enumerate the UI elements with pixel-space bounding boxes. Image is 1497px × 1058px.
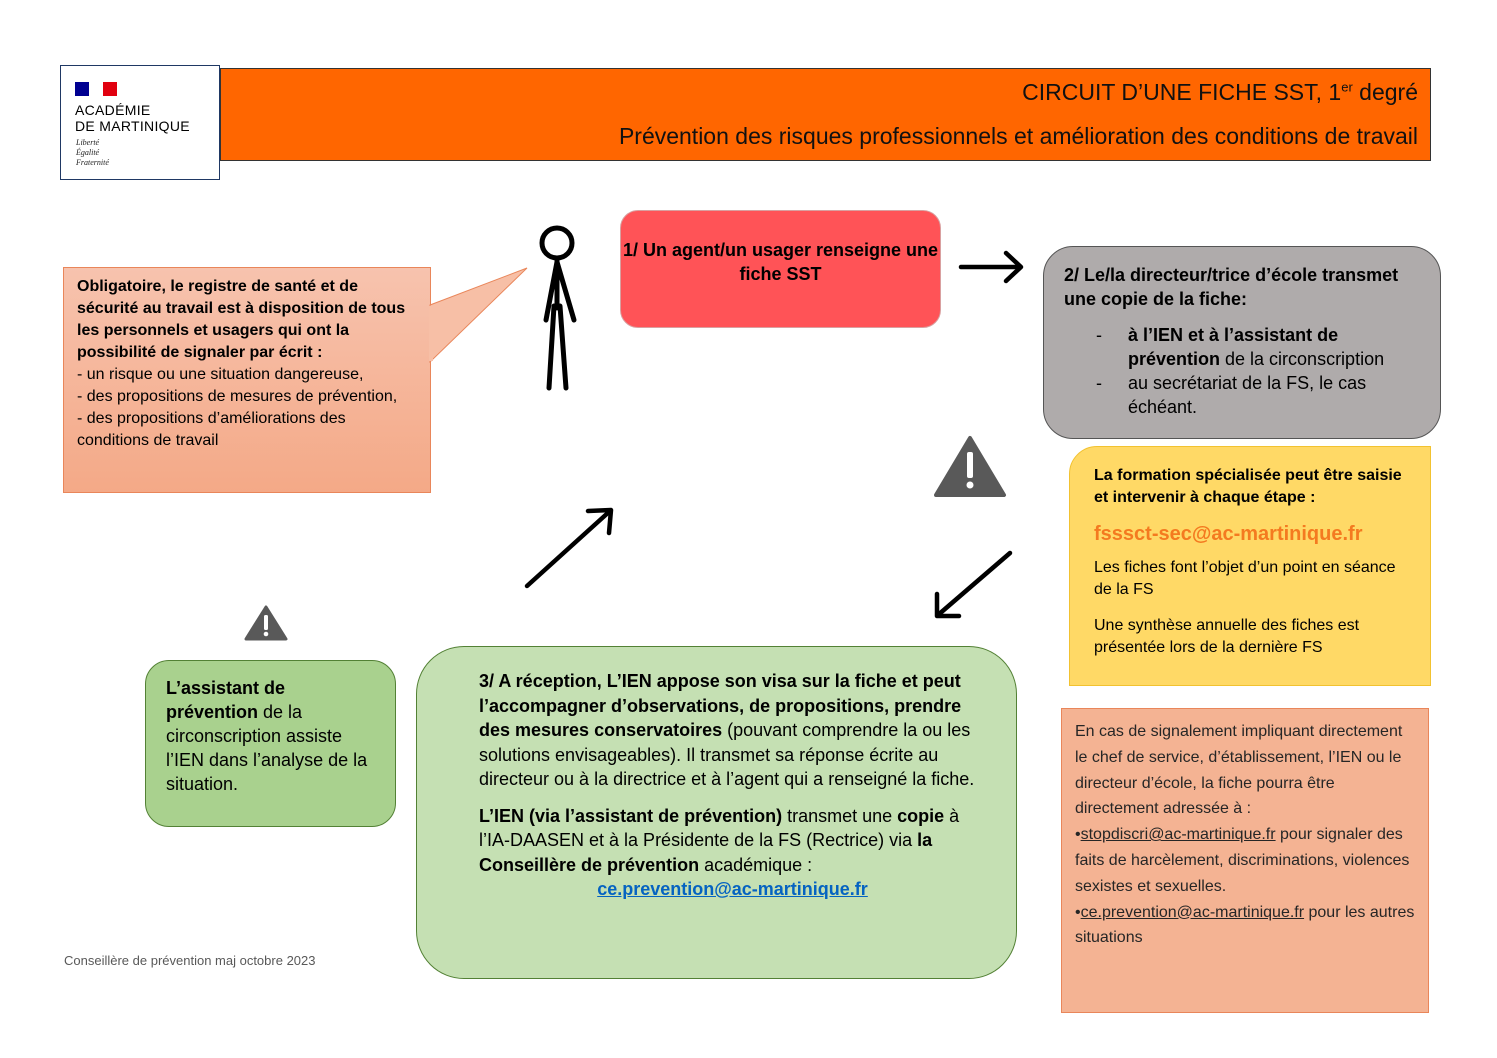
prevention-email-link-2[interactable]: ce.prevention@ac-martinique.fr [1080,903,1305,921]
page-subtitle: Prévention des risques professionnels et… [618,123,1418,149]
arrow-icon [524,507,614,589]
academy-name: ACADÉMIE DE MARTINIQUE [75,102,190,134]
header-band: CIRCUIT D’UNE FICHE SST, 1er degré Préve… [220,68,1431,161]
prevention-email-link[interactable]: ce.prevention@ac-martinique.fr [597,879,868,899]
academy-logo: ACADÉMIE DE MARTINIQUE Liberté Égalité F… [60,65,220,180]
footer-credit: Conseillère de prévention maj octobre 20… [64,953,316,968]
assistant-box: L’assistant de prévention de la circonsc… [145,660,396,827]
step1-box: 1/ Un agent/un usager renseigne une fich… [620,210,941,328]
step3-box: 3/ A réception, L’IEN appose son visa su… [416,646,1017,979]
motto: Liberté Égalité Fraternité [76,138,109,167]
stick-figure-icon [539,225,577,391]
fs-email[interactable]: fsssct-sec@ac-martinique.fr [1094,523,1363,545]
register-note: Obligatoire, le registre de santé et de … [63,267,431,493]
warning-icon [934,436,1006,497]
page-title: CIRCUIT D’UNE FICHE SST, 1er degré [1022,79,1418,105]
warning-icon [244,605,288,641]
fs-box: La formation spécialisée peut être saisi… [1069,446,1431,686]
list-item: au secrétariat de la FS, le cas échéant. [1064,371,1420,419]
signal-box: En cas de signalement impliquant directe… [1061,708,1429,1013]
list-item: à l’IEN et à l’assistant de prévention d… [1064,323,1420,371]
french-flag-icon [75,82,117,96]
arrow-icon [958,250,1024,284]
callout-pointer [429,267,528,364]
arrow-icon [934,550,1013,619]
stopdiscri-email-link[interactable]: stopdiscri@ac-martinique.fr [1080,826,1276,844]
step2-box: 2/ Le/la directeur/trice d’école transme… [1043,246,1441,439]
